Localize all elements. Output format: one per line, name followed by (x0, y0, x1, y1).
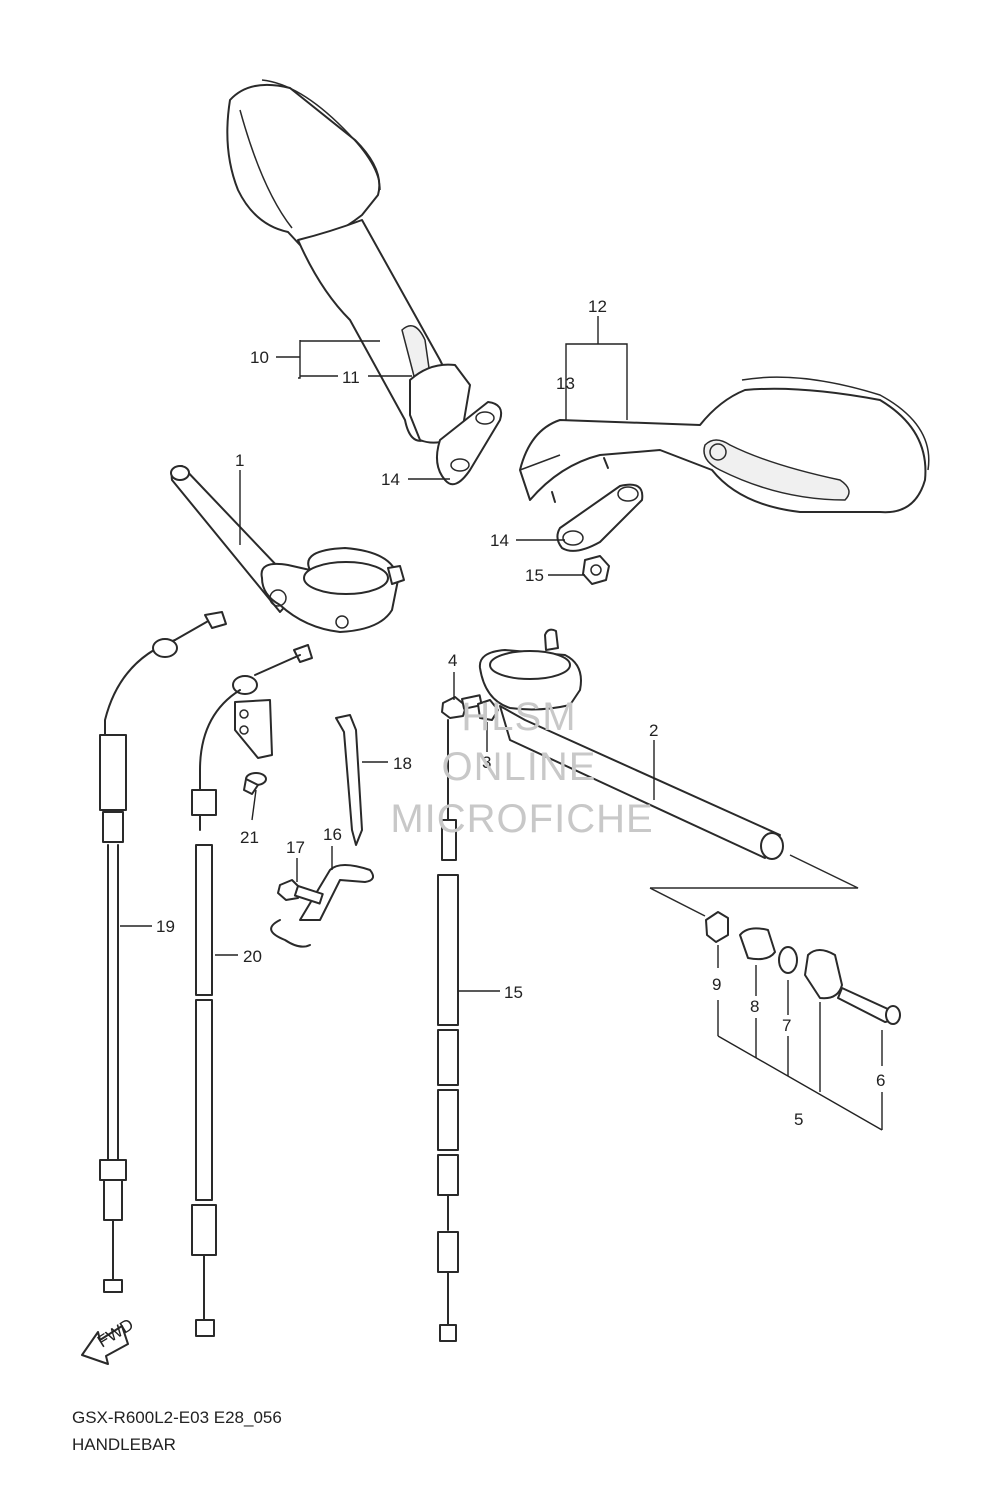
callout-8: 8 (750, 997, 759, 1016)
bolt-3 (477, 699, 499, 721)
watermark-line-2: ONLINE (442, 745, 597, 789)
right-mirror (519, 376, 930, 514)
diagram-code: GSX-R600L2-E03 E28_056 (72, 1408, 282, 1427)
mirror-mount-plate-left (435, 401, 503, 486)
callout-1: 1 (235, 451, 244, 470)
callout-4: 4 (448, 651, 457, 670)
callout-16: 15 (504, 983, 523, 1002)
callout-3: 3 (482, 753, 491, 772)
callout-13: 13 (556, 374, 575, 393)
callout-12: 12 (588, 297, 607, 316)
callout-14-right: 14 (490, 531, 509, 550)
mirror-mount-plate-right (556, 483, 644, 552)
watermark-line-1: HLSM (461, 695, 576, 739)
callout-7: 7 (782, 1016, 791, 1035)
watermark-line-3: MICROFICHE (390, 797, 653, 841)
callout-9: 9 (712, 975, 721, 994)
left-handlebar (170, 465, 405, 633)
watermark: HLSM ONLINE MICROFICHE (390, 695, 653, 841)
screw-22 (243, 772, 267, 795)
callout-14-left: 14 (381, 470, 400, 489)
callout-11: 11 (342, 368, 360, 387)
callout-22: 21 (240, 828, 259, 847)
callout-6: 6 (876, 1071, 885, 1090)
cable-21 (191, 644, 313, 1337)
bolt-4 (441, 694, 483, 719)
left-mirror (226, 79, 471, 444)
callout-5: 5 (794, 1110, 803, 1129)
callout-20: 19 (156, 917, 175, 936)
bolt-18 (277, 879, 324, 905)
diagram-title: HANDLEBAR (72, 1435, 176, 1454)
callout-18: 17 (286, 838, 305, 857)
right-handlebar (478, 628, 784, 860)
cable-16 (437, 719, 459, 1342)
callout-21: 20 (243, 947, 262, 966)
pin-19 (335, 714, 363, 846)
callout-17: 16 (323, 825, 342, 844)
callout-19: 18 (393, 754, 412, 773)
leader-lines (120, 316, 883, 1131)
nut (582, 555, 610, 585)
callout-15: 15 (525, 566, 544, 585)
callout-labels: 10 11 12 13 14 14 15 1 2 4 3 18 21 16 17… (156, 297, 885, 1129)
front-direction-arrow: FWD (81, 1315, 137, 1365)
callout-2: 2 (649, 721, 658, 740)
cable-20 (99, 611, 227, 1293)
cable-clamp-17 (270, 864, 375, 948)
bar-end-assembly (649, 854, 901, 1025)
callout-10: 10 (250, 348, 269, 367)
